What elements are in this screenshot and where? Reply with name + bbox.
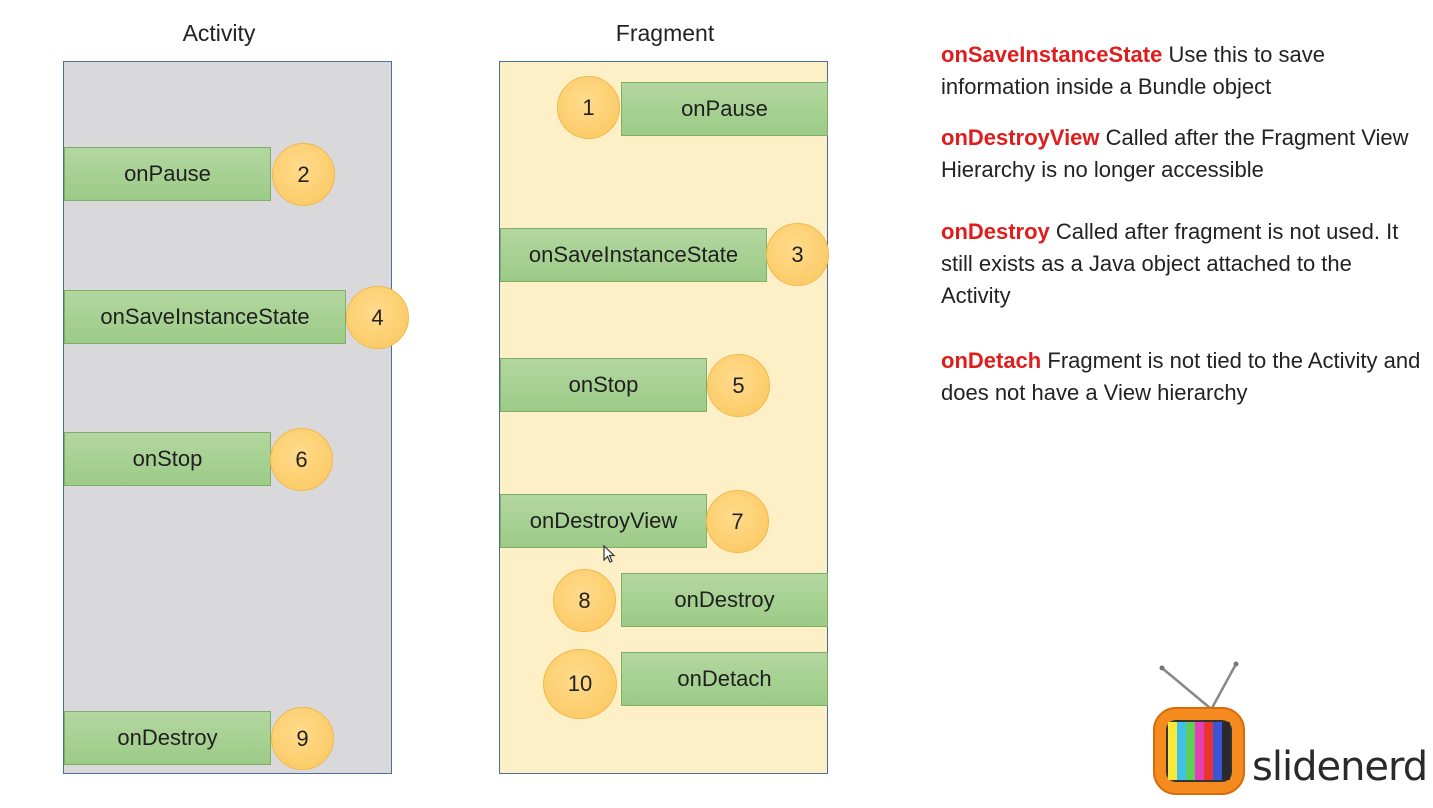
activity-step-2-badge: 2: [272, 143, 335, 206]
activity-step-6-badge: 6: [270, 428, 333, 491]
description-text: Use this to save information inside a Bu…: [941, 42, 1325, 99]
fragment-onsaveinstancestate-box: onSaveInstanceState: [500, 228, 767, 282]
description-term: onDestroy: [941, 219, 1050, 244]
fragment-step-1-badge: 1: [557, 76, 620, 139]
description-term: onDetach: [941, 348, 1042, 373]
description-term: onSaveInstanceState: [941, 42, 1163, 67]
mouse-cursor-icon: [603, 545, 616, 563]
fragment-step-3-badge: 3: [766, 223, 829, 286]
activity-step-9-badge: 9: [271, 707, 334, 770]
slidenerd-tv-logo-icon: [1153, 661, 1245, 795]
activity-ondestroy-box: onDestroy: [64, 711, 271, 765]
description-text: Called after fragment is not used. It st…: [941, 219, 1399, 308]
fragment-ondestroy-box: onDestroy: [621, 573, 828, 627]
description-text: Called after the Fragment View Hierarchy…: [941, 125, 1409, 182]
description-ondetach: onDetach Fragment is not tied to the Act…: [941, 345, 1426, 409]
activity-onstop-box: onStop: [64, 432, 271, 486]
activity-onsaveinstancestate-box: onSaveInstanceState: [64, 290, 346, 344]
slidenerd-logo-text: slidenerd: [1252, 744, 1428, 790]
fragment-onpause-box: onPause: [621, 82, 828, 136]
description-onsaveinstancestate: onSaveInstanceState Use this to save inf…: [941, 39, 1426, 103]
fragment-step-10-badge: 10: [543, 649, 617, 719]
fragment-step-7-badge: 7: [706, 490, 769, 553]
fragment-step-5-badge: 5: [707, 354, 770, 417]
fragment-onstop-box: onStop: [500, 358, 707, 412]
activity-onpause-box: onPause: [64, 147, 271, 201]
description-ondestroyview: onDestroyView Called after the Fragment …: [941, 122, 1426, 186]
activity-step-4-badge: 4: [346, 286, 409, 349]
fragment-ondetach-box: onDetach: [621, 652, 828, 706]
fragment-title: Fragment: [615, 20, 715, 46]
fragment-ondestroyview-box: onDestroyView: [500, 494, 707, 548]
activity-title: Activity: [182, 20, 256, 46]
description-ondestroy: onDestroy Called after fragment is not u…: [941, 216, 1426, 312]
description-text: Fragment is not tied to the Activity and…: [941, 348, 1421, 405]
fragment-step-8-badge: 8: [553, 569, 616, 632]
description-term: onDestroyView: [941, 125, 1100, 150]
